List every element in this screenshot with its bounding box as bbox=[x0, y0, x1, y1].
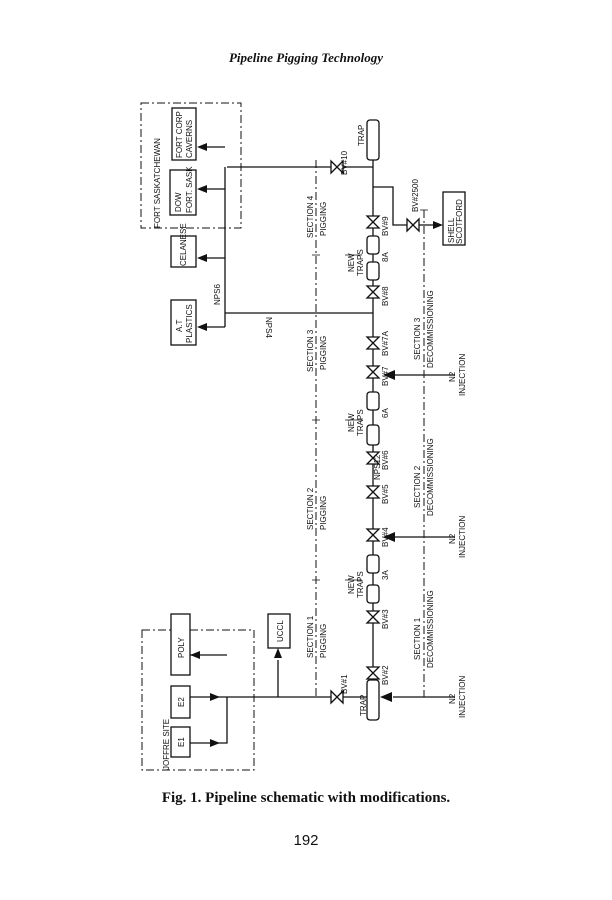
svg-text:BV#4: BV#4 bbox=[381, 527, 390, 547]
celanese-box bbox=[170, 235, 197, 268]
svg-text:CAVERNS: CAVERNS bbox=[185, 120, 194, 158]
svg-text:NEW: NEW bbox=[347, 253, 356, 272]
e2-box bbox=[170, 685, 191, 719]
svg-text:FORT. SASK: FORT. SASK bbox=[185, 166, 194, 213]
svg-text:SECTION 1: SECTION 1 bbox=[306, 615, 315, 658]
svg-text:SECTION 4: SECTION 4 bbox=[306, 195, 315, 238]
svg-text:NEW: NEW bbox=[347, 413, 356, 432]
svg-text:CELANESE: CELANESE bbox=[179, 223, 188, 266]
svg-text:E2: E2 bbox=[177, 697, 186, 707]
svg-text:JOFFRE SITE: JOFFRE SITE bbox=[162, 719, 171, 770]
svg-text:NPS4: NPS4 bbox=[264, 317, 273, 338]
svg-text:BV#7A: BV#7A bbox=[381, 330, 390, 356]
diagram-labels: FORT SASKATCHEWAN DOW FORT. SASK FORT CO… bbox=[153, 111, 467, 770]
svg-text:BV#9: BV#9 bbox=[381, 216, 390, 236]
svg-text:UCCL: UCCL bbox=[276, 620, 285, 642]
svg-text:N2: N2 bbox=[448, 371, 457, 382]
svg-text:TRAPS: TRAPS bbox=[356, 571, 365, 598]
fort-corp-box bbox=[171, 107, 197, 161]
svg-text:BV#5: BV#5 bbox=[381, 484, 390, 504]
svg-text:NEW: NEW bbox=[347, 575, 356, 594]
fort-sask-site-box bbox=[140, 102, 242, 229]
uccl-box bbox=[267, 613, 291, 649]
poly-box bbox=[170, 613, 191, 676]
svg-text:POLY: POLY bbox=[177, 637, 186, 658]
svg-text:INJECTION: INJECTION bbox=[458, 516, 467, 558]
joffre-site-box bbox=[141, 629, 255, 771]
trap-south bbox=[366, 679, 380, 721]
svg-text:TRAPS: TRAPS bbox=[356, 409, 365, 436]
svg-text:A.T: A.T bbox=[175, 319, 184, 332]
svg-text:INJECTION: INJECTION bbox=[458, 354, 467, 396]
svg-text:BV#2500: BV#2500 bbox=[411, 179, 420, 212]
page-number: 192 bbox=[293, 832, 319, 849]
at-plastics-box bbox=[170, 299, 197, 346]
svg-text:SECTION 3: SECTION 3 bbox=[413, 317, 422, 360]
svg-text:SECTION 2: SECTION 2 bbox=[306, 487, 315, 530]
svg-text:SHELL: SHELL bbox=[447, 217, 456, 243]
svg-text:FORT CORP: FORT CORP bbox=[175, 111, 184, 158]
svg-text:DECOMMISSIONING: DECOMMISSIONING bbox=[426, 290, 435, 368]
svg-text:N2: N2 bbox=[448, 533, 457, 544]
svg-text:PIGGING: PIGGING bbox=[319, 496, 328, 530]
svg-text:TRAPS: TRAPS bbox=[356, 249, 365, 276]
svg-text:DECOMMISSIONING: DECOMMISSIONING bbox=[426, 438, 435, 516]
figure-caption: Fig. 1. Pipeline schematic with modifica… bbox=[161, 790, 451, 806]
svg-text:N2: N2 bbox=[448, 693, 457, 704]
e1-box bbox=[170, 726, 191, 758]
svg-text:BV#3: BV#3 bbox=[381, 609, 390, 629]
svg-text:6A: 6A bbox=[381, 408, 390, 418]
svg-text:TRAP: TRAP bbox=[357, 125, 366, 146]
shell-scotford-box bbox=[442, 191, 466, 246]
svg-text:PIGGING: PIGGING bbox=[319, 624, 328, 658]
svg-text:PLASTICS: PLASTICS bbox=[185, 304, 194, 343]
svg-text:DOW: DOW bbox=[174, 192, 183, 212]
valves bbox=[330, 159, 420, 705]
dow-box bbox=[169, 169, 197, 216]
svg-text:NPS12: NPS12 bbox=[373, 454, 382, 480]
svg-text:BV#1: BV#1 bbox=[340, 674, 349, 694]
new-traps bbox=[366, 235, 380, 604]
svg-text:INJECTION: INJECTION bbox=[458, 676, 467, 718]
svg-text:3A: 3A bbox=[381, 570, 390, 580]
svg-text:BV#8: BV#8 bbox=[381, 286, 390, 306]
svg-text:PIGGING: PIGGING bbox=[319, 336, 328, 370]
svg-text:8A: 8A bbox=[381, 252, 390, 262]
svg-text:SECTION 1: SECTION 1 bbox=[413, 617, 422, 660]
svg-text:SECTION 2: SECTION 2 bbox=[413, 465, 422, 508]
svg-text:BV#7: BV#7 bbox=[381, 366, 390, 386]
svg-text:TRAP: TRAP bbox=[359, 695, 368, 716]
running-header: Pipeline Pigging Technology bbox=[228, 50, 384, 65]
svg-text:E1: E1 bbox=[177, 737, 186, 747]
svg-text:DECOMMISSIONING: DECOMMISSIONING bbox=[426, 590, 435, 668]
svg-text:BV#2: BV#2 bbox=[381, 665, 390, 685]
svg-text:BV#10: BV#10 bbox=[340, 150, 349, 175]
section-dividers bbox=[315, 160, 425, 697]
trap-north bbox=[366, 119, 380, 161]
svg-text:SCOTFORD: SCOTFORD bbox=[455, 199, 464, 244]
svg-text:SECTION 3: SECTION 3 bbox=[306, 329, 315, 372]
label-fort-sask: FORT SASKATCHEWAN bbox=[153, 138, 162, 228]
svg-text:BV#6: BV#6 bbox=[381, 450, 390, 470]
flow-arrows bbox=[190, 143, 443, 747]
svg-text:NPS6: NPS6 bbox=[213, 284, 222, 305]
svg-text:PIGGING: PIGGING bbox=[319, 202, 328, 236]
